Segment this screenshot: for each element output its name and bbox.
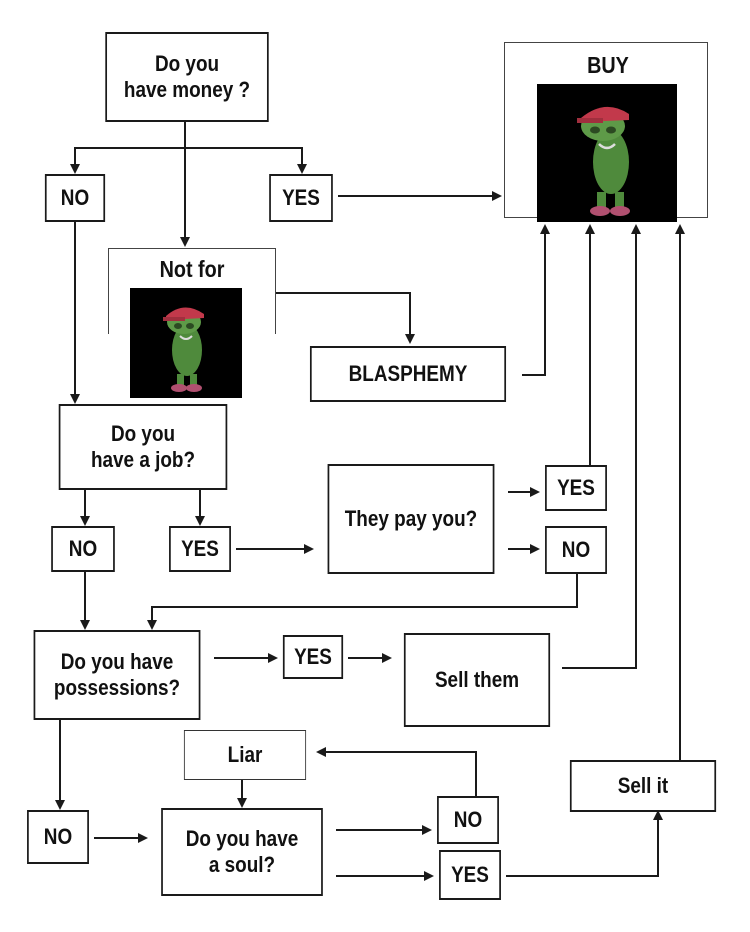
node-sell-it-label: Sell it — [617, 772, 669, 798]
node-liar: Liar — [183, 730, 307, 780]
arrow-sellthem-to-buy — [562, 224, 641, 669]
node-have-job-line2: have a job? — [90, 447, 196, 472]
arrow-blasphemy-to-buy — [522, 224, 550, 376]
node-no-2-label: NO — [68, 535, 98, 561]
node-no-5: NO — [437, 796, 499, 844]
node-sell-it: Sell it — [569, 760, 717, 812]
node-have-money: Do you have money ? — [105, 32, 269, 122]
node-buy-label: BUY — [587, 52, 629, 78]
node-have-soul-line1: Do you have — [185, 825, 299, 851]
node-yes-5-label: YES — [451, 861, 489, 887]
node-sell-them: Sell them — [403, 633, 551, 727]
node-have-possessions-line2: possessions? — [53, 675, 181, 700]
arrow-soulno-to-liar — [316, 747, 477, 796]
buy-frog-image — [537, 84, 677, 222]
node-yes-2: YES — [169, 526, 231, 572]
node-no-1-label: NO — [60, 184, 90, 210]
node-no-1: NO — [44, 174, 106, 222]
node-yes-2-label: YES — [181, 535, 219, 561]
node-no-4: NO — [27, 810, 89, 864]
not-for-frog-image — [130, 288, 242, 398]
node-yes-5: YES — [439, 850, 501, 900]
node-liar-label: Liar — [227, 741, 263, 767]
node-yes-1-label: YES — [282, 184, 320, 210]
arrow-soulyes-to-sellit — [506, 810, 663, 877]
node-have-soul-line2: a soul? — [208, 852, 276, 877]
node-have-money-line1: Do you — [154, 50, 220, 76]
node-not-for-frame — [108, 248, 276, 334]
node-yes-3: YES — [545, 465, 607, 511]
node-have-possessions: Do you have possessions? — [33, 630, 201, 720]
node-yes-4-label: YES — [294, 643, 332, 669]
node-blasphemy-label: BLASPHEMY — [348, 360, 468, 386]
arrow-money-to-yes — [185, 147, 307, 174]
node-have-job-line1: Do you — [110, 420, 176, 446]
node-not-for-label: Not for — [159, 256, 225, 282]
node-yes-3-label: YES — [557, 474, 595, 500]
node-no-5-label: NO — [453, 806, 483, 832]
arrow-money-to-no — [70, 122, 186, 174]
arrow-notfor-to-blasphemy — [275, 292, 415, 344]
node-sell-them-label: Sell them — [434, 666, 520, 692]
node-yes-1: YES — [269, 174, 333, 222]
node-they-pay-label: They pay you? — [344, 505, 478, 531]
node-have-possessions-line1: Do you have — [60, 648, 174, 674]
node-yes-4: YES — [282, 635, 344, 679]
node-no-3: NO — [545, 526, 607, 574]
node-have-soul: Do you have a soul? — [161, 808, 323, 896]
node-have-job: Do you have a job? — [58, 404, 228, 490]
node-no-4-label: NO — [43, 823, 73, 849]
arrow-payno-to-possessions — [147, 574, 578, 630]
node-they-pay: They pay you? — [327, 464, 495, 574]
node-no-2: NO — [51, 526, 115, 572]
node-have-money-line2: have money ? — [123, 77, 251, 102]
node-no-3-label: NO — [561, 536, 591, 562]
node-blasphemy: BLASPHEMY — [309, 346, 507, 402]
